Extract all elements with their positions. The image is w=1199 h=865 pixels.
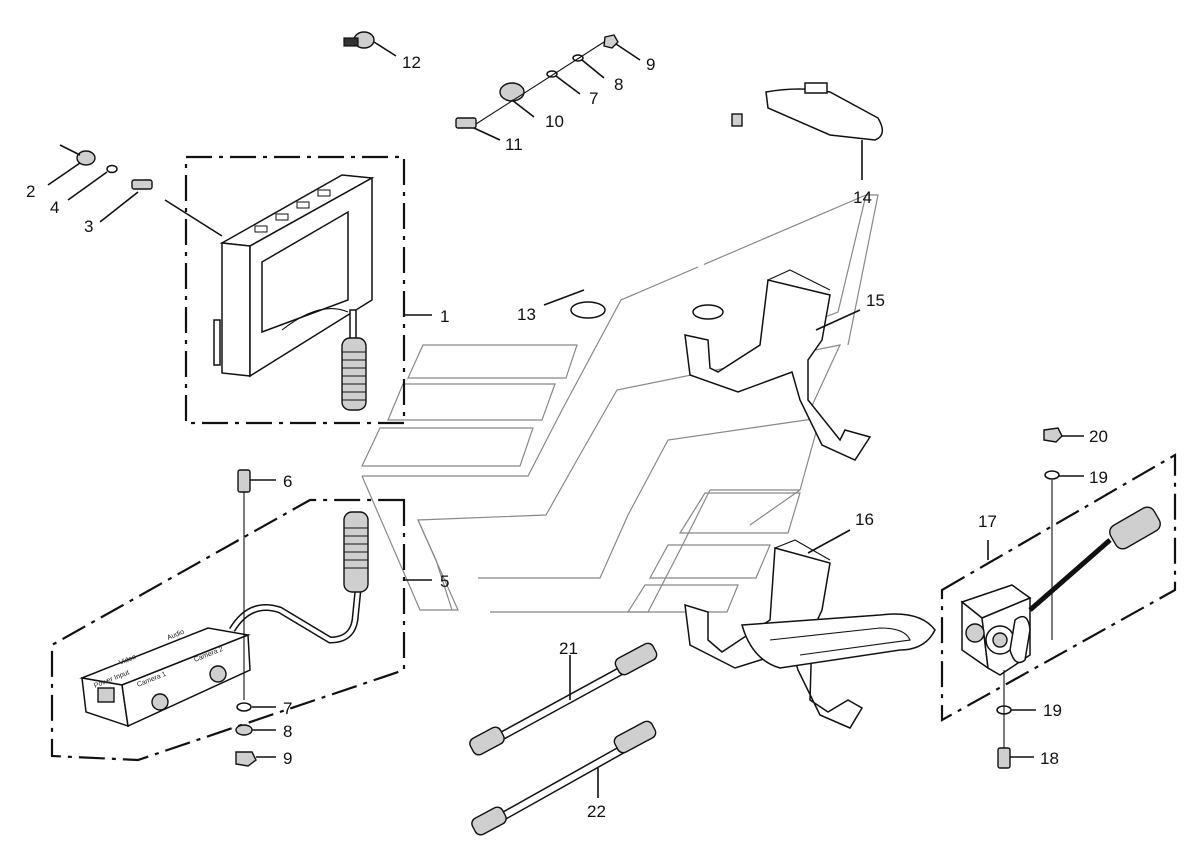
bracket-16: [684, 529, 936, 729]
camera-hardware: [996, 427, 1084, 769]
callout-4: 4: [50, 198, 59, 217]
callout-5: 5: [440, 572, 449, 591]
callout-1: 1: [440, 307, 449, 326]
callout-2: 2: [26, 182, 35, 201]
callout-11: 11: [505, 135, 523, 154]
camera-assembly: [940, 453, 1177, 722]
visor-14: [765, 82, 884, 180]
callout-12: 12: [402, 53, 421, 72]
callout-19-lower: 19: [1043, 701, 1062, 720]
callout-17: 17: [978, 512, 997, 531]
cable-21: [469, 642, 658, 756]
bolt-stack-lower: [235, 469, 276, 767]
callout-16: 16: [855, 510, 874, 529]
callout-3: 3: [84, 217, 93, 236]
callout-14: 14: [853, 188, 872, 207]
callout-19-upper: 19: [1089, 468, 1108, 487]
callout-9-upper: 9: [646, 55, 655, 74]
callout-8-lower: 8: [283, 722, 292, 741]
callout-10: 10: [545, 112, 564, 131]
knob-parts: [47, 144, 153, 223]
callout-13: 13: [517, 305, 536, 324]
callout-22: 22: [587, 802, 606, 821]
callout-18: 18: [1040, 749, 1059, 768]
tractor-outline: [361, 193, 879, 613]
callout-15: 15: [866, 291, 885, 310]
cable-22: [471, 720, 657, 836]
callout-6: 6: [283, 472, 292, 491]
callout-7-upper: 7: [589, 89, 598, 108]
monitor-assembly: [164, 155, 432, 425]
tube-bracket-13: [543, 113, 807, 320]
callout-9-lower: 9: [283, 749, 292, 768]
clamp-hardware-upper: [455, 34, 641, 141]
switch-box-assembly: Video Audio Power Input Camera 1 Camera …: [50, 498, 432, 762]
callout-8-upper: 8: [614, 75, 623, 94]
clamp-12: [343, 31, 397, 57]
callout-20: 20: [1089, 427, 1108, 446]
callout-21: 21: [559, 639, 578, 658]
bracket-15: [684, 269, 872, 461]
callout-7-lower: 7: [283, 699, 292, 718]
